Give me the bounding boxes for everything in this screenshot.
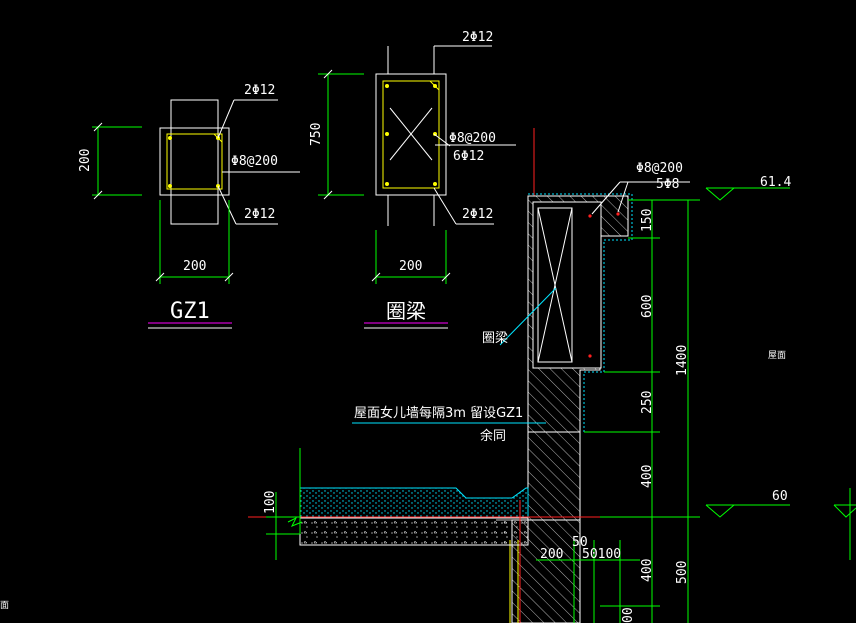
elevation-top: 61.4 bbox=[760, 175, 791, 190]
dim-500: 500 bbox=[675, 561, 690, 584]
gz1-title: GZ1 bbox=[170, 299, 210, 324]
dim-400: 400 bbox=[640, 465, 655, 488]
gz1-top-bar-label: 2Φ12 bbox=[244, 83, 275, 98]
ring-beam-top-bar-label: 2Φ12 bbox=[462, 30, 493, 45]
gz1-width-dim: 200 bbox=[183, 259, 206, 274]
dim-50: 50 bbox=[572, 535, 588, 550]
dim-400-lower: 400 bbox=[640, 559, 655, 582]
dim-bottom: 00 bbox=[621, 607, 636, 623]
dim-250: 250 bbox=[640, 391, 655, 414]
elevation-roof: 60 bbox=[772, 489, 788, 504]
parapet-note-line2: 余同 bbox=[480, 428, 506, 444]
ring-beam-width-dim: 200 bbox=[399, 259, 422, 274]
dim-50100: 50100 bbox=[582, 547, 621, 562]
ring-beam-callout: 圈梁 bbox=[482, 331, 508, 346]
gz1-section bbox=[92, 99, 300, 329]
dim-600: 600 bbox=[640, 295, 655, 318]
ring-beam-title: 圈梁 bbox=[386, 299, 426, 323]
parapet-detail bbox=[248, 128, 856, 623]
ring-beam-stirrup-label: Φ8@200 bbox=[449, 131, 496, 146]
dim-100: 100 bbox=[263, 491, 278, 514]
gz1-stirrup-label: Φ8@200 bbox=[231, 154, 278, 169]
edge-label: 面 bbox=[0, 600, 9, 611]
parapet-note-line1: 屋面女儿墙每隔3m 留设GZ1 bbox=[354, 405, 523, 421]
gz1-bottom-bar-label: 2Φ12 bbox=[244, 207, 275, 222]
roof-label: 屋面 bbox=[768, 350, 786, 361]
parapet-stirrup-label: Φ8@200 bbox=[636, 161, 683, 176]
dim-1400: 1400 bbox=[675, 345, 690, 376]
dim-150: 150 bbox=[640, 209, 655, 232]
ring-beam-height-dim: 750 bbox=[309, 123, 324, 146]
parapet-bars-label: 5Φ8 bbox=[656, 177, 679, 192]
gz1-height-dim: 200 bbox=[78, 149, 93, 172]
ring-beam-section bbox=[318, 45, 516, 329]
dim-200: 200 bbox=[540, 547, 563, 562]
ring-beam-bottom-bar-label: 2Φ12 bbox=[462, 207, 493, 222]
ring-beam-side-bars-label: 6Φ12 bbox=[453, 149, 484, 164]
